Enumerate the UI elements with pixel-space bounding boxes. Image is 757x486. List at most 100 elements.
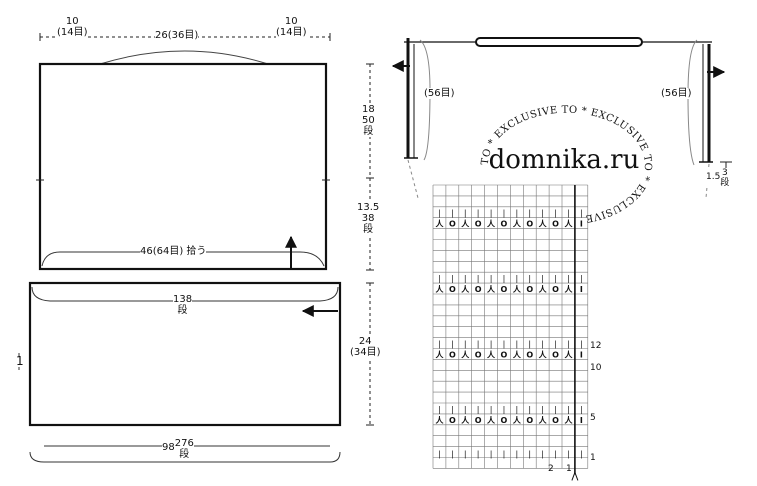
chart-pattern-symbol: O [501,285,508,294]
chart-knit-symbol: | [515,449,518,458]
chart-pattern-symbol: 人 [564,219,573,229]
chart-pattern-symbol: O [449,416,456,425]
upper-height-rows: 50 [362,115,375,126]
collar-diagram [391,37,732,199]
chart-knit-symbol: | [490,449,493,458]
top-left-cm: 10 [65,16,79,27]
chart-knit-symbol: | [490,405,493,414]
upper-height-unit: 段 [363,126,374,137]
bottom-panel-rect [28,281,342,427]
chart-knit-symbol: | [477,449,480,458]
chart-knit-symbol: | [438,340,441,349]
chart-pattern-symbol: 人 [487,284,496,294]
chart-knit-symbol: | [477,274,480,283]
chart-knit-symbol: | [528,340,531,349]
chart-pattern-symbol: O [501,416,508,425]
watermark-stamp: TO * EXCLUSIVE TO * EXCLUSIVE TO * EXCLU… [480,105,653,224]
chart-row-5: 5 [590,413,596,423]
chart-pattern-symbol: O [449,220,456,229]
collar-side-unit: 段 [720,178,730,188]
chart-pattern-symbol: O [552,416,559,425]
chart-knit-symbol: | [490,274,493,283]
chart-knit-symbol: | [580,340,583,349]
chart-pattern-symbol: O [475,416,482,425]
chart-knit-symbol: | [503,340,506,349]
chart-col-2: 2 [548,464,554,474]
chart-knit-symbol: | [477,209,480,218]
chart-knit-symbol: | [554,209,557,218]
chart-pattern-symbol: 人 [539,219,548,229]
chart-knit-symbol: | [438,449,441,458]
chart-knit-symbol: | [464,274,467,283]
panel-side-sts: (34目) [350,347,381,358]
chart-knit-symbol: | [515,340,518,349]
back-height-dimension [366,63,374,271]
chart-knit-symbol: | [503,209,506,218]
chart-row-12: 12 [590,341,602,351]
chart-pattern-symbol: O [449,285,456,294]
chart-pattern-symbol: O [526,220,533,229]
panel-height-dimension [366,282,374,426]
top-right-cm: 10 [284,16,298,27]
chart-knit-symbol: | [464,449,467,458]
middle-height-rows: 38 [361,213,375,224]
neck-curve [99,50,269,65]
top-center-width-label: 26(36目) [155,30,199,41]
chart-knit-symbol: | [554,405,557,414]
chart-knit-symbol: | [580,449,583,458]
panel-rows-number: 138 [173,294,193,305]
chart-pattern-symbol: O [526,350,533,359]
collar-left-sts-label: (56目) [424,88,455,99]
chart-knit-symbol: | [580,209,583,218]
chart-pattern-symbol: 人 [461,284,470,294]
chart-pattern-symbol: 人 [461,219,470,229]
svg-text:domnika.ru: domnika.ru [489,145,640,175]
chart-knit-symbol: | [464,209,467,218]
stray-mark: 1 [16,354,24,368]
chart-pattern-symbol: 人 [487,415,496,425]
chart-pattern-symbol: 人 [564,349,573,359]
chart-row-1: 1 [590,453,596,463]
chart-knit-symbol: | [528,405,531,414]
middle-height-label: 13.5 38 段 [357,202,380,235]
chart-knit-symbol: | [541,449,544,458]
chart-pattern-symbol: 人 [487,349,496,359]
chart-knit-symbol: | [477,405,480,414]
chart-knit-symbol: | [541,274,544,283]
chart-row-10: 10 [590,363,602,373]
top-right-width-label: 10 (14目) [276,16,307,38]
upper-height-label: 18 50 段 [362,104,375,137]
chart-knit-symbol: | [567,449,570,458]
chart-knit-symbol: | [451,340,454,349]
chart-knit-symbol: | [503,274,506,283]
chart-pattern-symbol: 人 [564,415,573,425]
chart-pattern-symbol: 人 [461,415,470,425]
chart-knit-symbol: | [451,449,454,458]
chart-knit-symbol: | [515,405,518,414]
chart-knit-symbol: | [515,274,518,283]
chart-pattern-symbol: O [526,416,533,425]
panel-rows-unit: 段 [177,305,188,316]
chart-pattern-symbol: O [475,220,482,229]
top-right-sts: (14目) [276,27,307,38]
chart-knit-symbol: | [451,209,454,218]
chart-pattern-symbol: 人 [539,349,548,359]
chart-pattern-symbol: I [580,285,583,294]
back-body-rect [38,62,328,271]
chart-pattern-symbol: 人 [513,284,522,294]
chart-knit-symbol: | [554,340,557,349]
chart-knit-symbol: | [541,209,544,218]
chart-pattern-symbol: 人 [435,415,444,425]
chart-knit-symbol: | [464,340,467,349]
chart-pattern-symbol: I [580,350,583,359]
chart-pattern-symbol: 人 [435,219,444,229]
chart-knit-symbol: | [567,209,570,218]
chart-knit-symbol: | [528,449,531,458]
panel-bottom-label: 98 276 段 [162,438,194,460]
middle-height-unit: 段 [363,224,374,235]
chart-pattern-symbol: 人 [513,415,522,425]
chart-knit-symbol: | [554,274,557,283]
chart-knit-symbol: | [580,274,583,283]
chart-knit-symbol: | [503,449,506,458]
